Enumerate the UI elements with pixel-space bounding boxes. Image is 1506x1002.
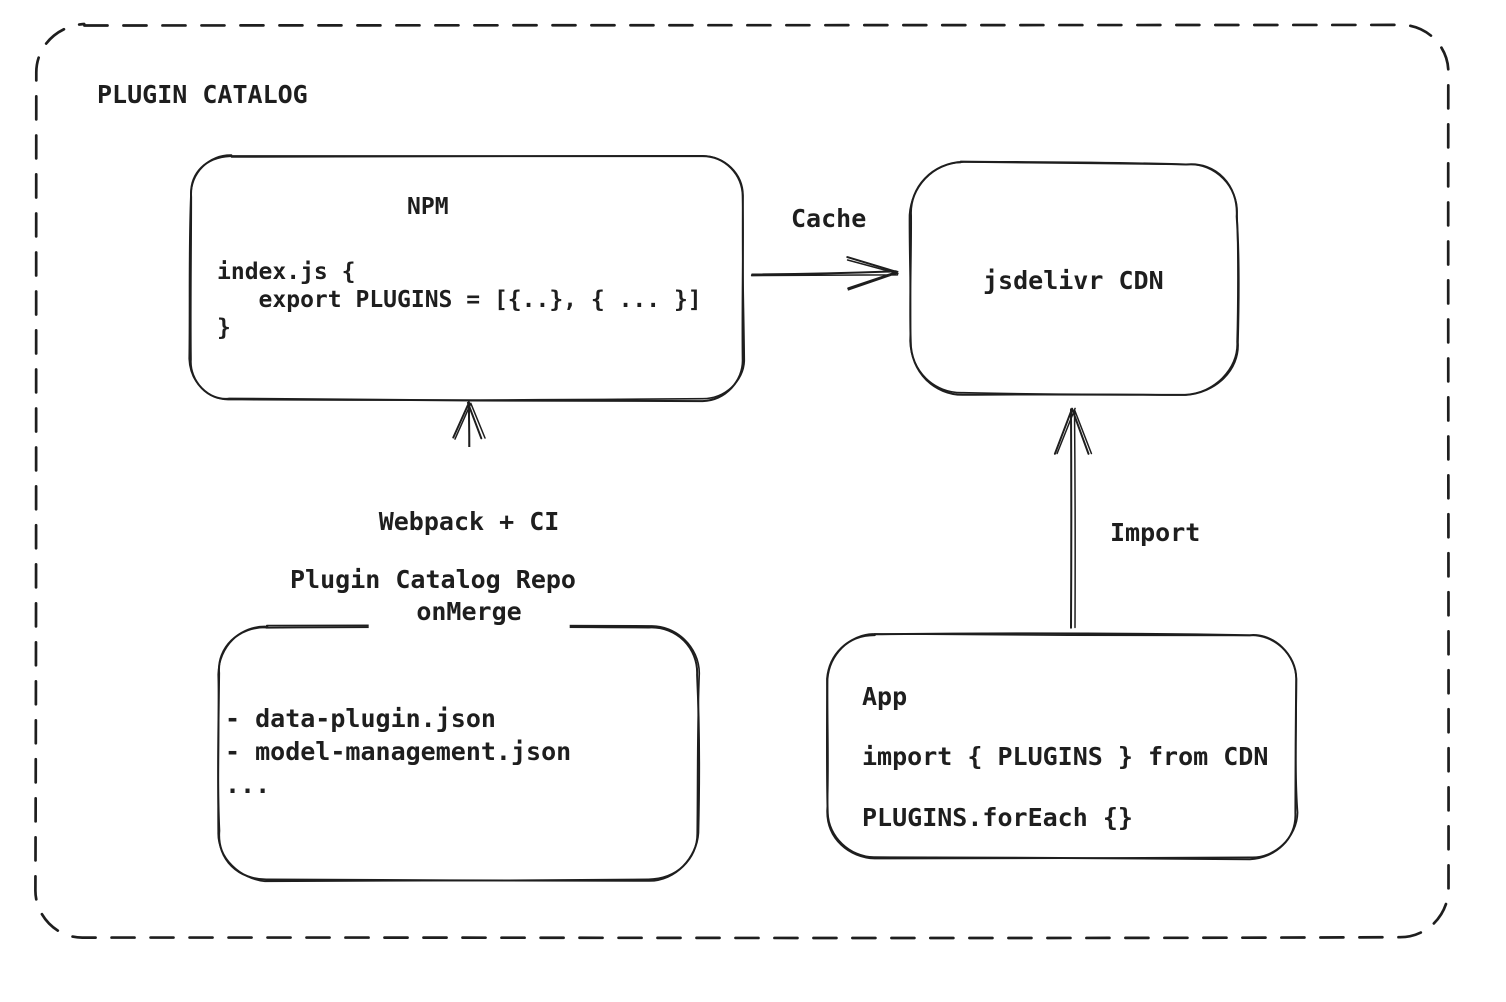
webpack-label-line1: Webpack + CI	[378, 507, 560, 536]
app-code-line1: import { PLUGINS } from CDN	[862, 742, 1269, 771]
app-box-title: App	[862, 682, 908, 711]
npm-code-block: index.js { export PLUGINS = [{..}, { ...…	[217, 259, 702, 341]
diagram-title: PLUGIN CATALOG	[97, 80, 308, 109]
cdn-box-label: jsdelivr CDN	[983, 266, 1164, 295]
app-code-line2: PLUGINS.forEach {}	[862, 803, 1133, 832]
import-arrow-label: Import	[1110, 518, 1201, 547]
catalog-dashed-border	[34, 22, 1450, 940]
app-box	[825, 632, 1299, 861]
cdn-box	[908, 160, 1240, 396]
webpack-label-line2: onMerge	[416, 597, 522, 626]
repo-file-list: - data-plugin.json - model-management.js…	[225, 704, 572, 799]
import-arrow	[1053, 407, 1093, 629]
npm-box-title: NPM	[407, 194, 449, 220]
npm-box	[188, 154, 746, 403]
repo-box-title: Plugin Catalog Repo	[290, 565, 576, 594]
cache-arrow-label: Cache	[791, 204, 867, 233]
repo-box	[217, 624, 701, 883]
cache-arrow	[750, 256, 899, 291]
webpack-arrow-label: Webpack + CI onMerge	[368, 447, 570, 687]
